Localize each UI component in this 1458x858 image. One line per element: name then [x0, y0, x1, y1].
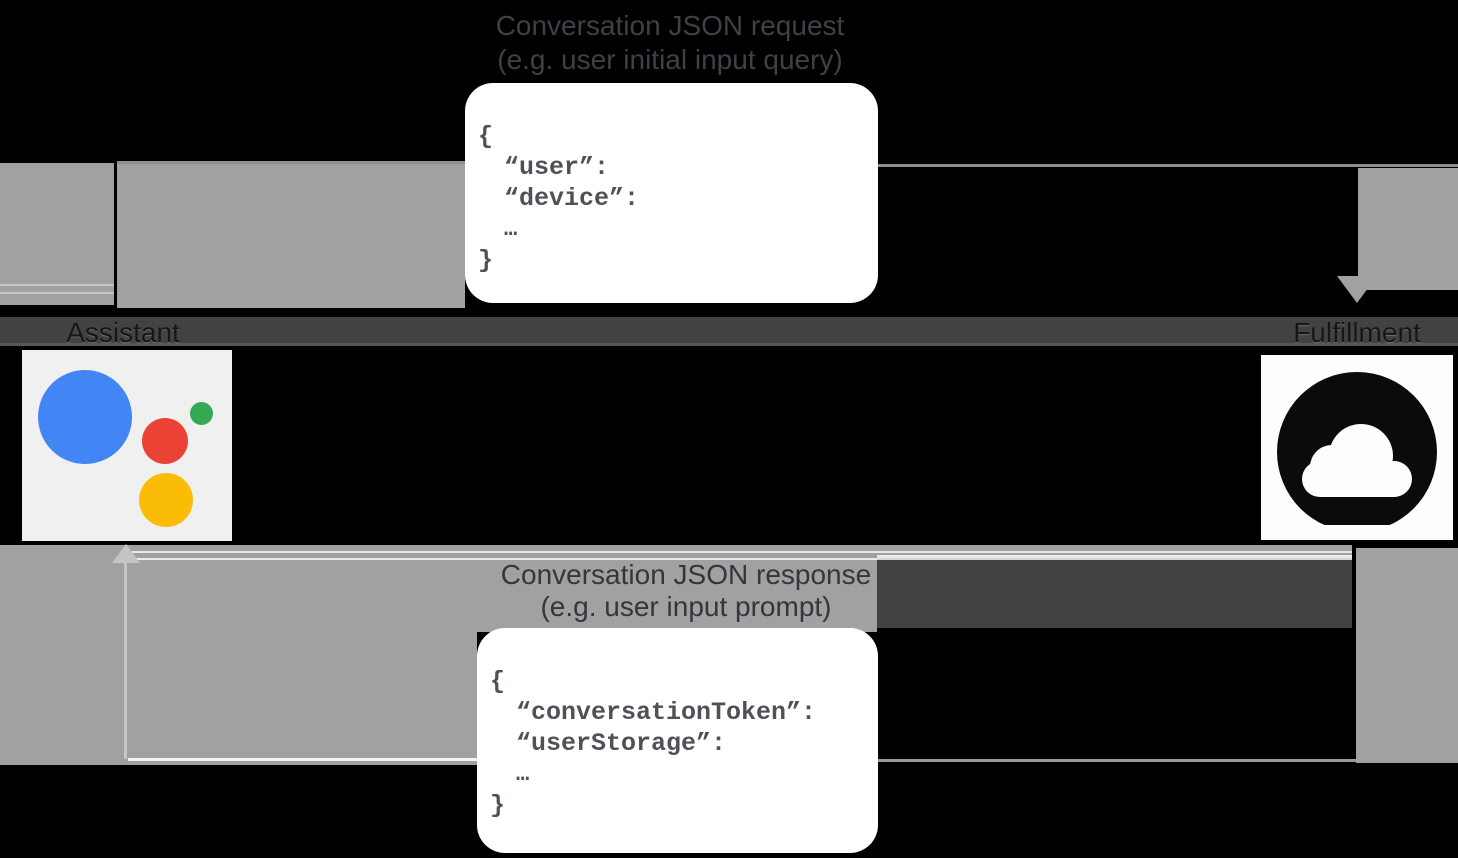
response-code-line: … [516, 762, 530, 787]
response-code-line: “conversationToken”: [516, 698, 817, 727]
fulfillment-card [1261, 355, 1453, 540]
request-bubble: { “user”: “device”: … } [465, 83, 878, 303]
request-flow-top-edge [117, 161, 465, 164]
request-arrow-line [878, 164, 1458, 167]
response-arrow-line-right [877, 759, 1356, 762]
response-code-line: “userStorage”: [516, 729, 727, 758]
response-arrow-edge-a [132, 551, 1352, 553]
response-flow-band-left [0, 545, 477, 765]
assistant-label: Assistant [66, 317, 180, 348]
request-code-line: “user”: [504, 153, 610, 182]
response-arrow-line-left [128, 758, 477, 761]
response-label-band-right [877, 558, 1352, 628]
actor-label-band-edge [0, 343, 1458, 346]
request-code-line: … [504, 217, 518, 242]
actor-label-band [0, 317, 1458, 346]
request-code: { “user”: “device”: … } [465, 121, 878, 276]
request-label-line2: (e.g. user initial input query) [497, 44, 843, 75]
assistant-logo-green-dot [190, 402, 213, 425]
response-code-line: { [490, 667, 506, 696]
response-code-line: } [490, 791, 506, 820]
request-flow-band-right [1358, 168, 1458, 290]
request-code-line: “device”: [504, 184, 640, 213]
assistant-logo-blue-dot [38, 370, 132, 464]
response-label-line1: Conversation JSON response [500, 559, 872, 590]
assistant-logo-red-dot [142, 418, 188, 464]
assistant-card [22, 350, 232, 541]
response-flow-strip-edge [877, 555, 1352, 558]
request-label-line1: Conversation JSON request [495, 10, 845, 41]
request-arrowhead-down-icon [1337, 276, 1377, 303]
response-flow-band-column [1356, 548, 1458, 763]
response-arrowhead-up-icon [112, 544, 140, 563]
response-bubble: { “conversationToken”: “userStorage”: … … [477, 628, 878, 853]
request-code-line: { [478, 122, 494, 151]
assistant-logo-yellow-dot [139, 473, 193, 527]
response-code: { “conversationToken”: “userStorage”: … … [477, 666, 878, 821]
response-arrow-edge-b [132, 558, 1352, 560]
response-arrow-stem [124, 563, 127, 759]
response-label-line2: (e.g. user input prompt) [540, 591, 832, 622]
cloud-icon [1261, 372, 1453, 540]
request-flow-line-b [0, 292, 114, 294]
request-flow-band-left [0, 163, 114, 305]
request-flow-band-mid [117, 161, 465, 308]
request-code-line: } [478, 246, 494, 275]
fulfillment-label: Fulfillment [1293, 317, 1421, 348]
request-flow-line-a [0, 284, 114, 286]
